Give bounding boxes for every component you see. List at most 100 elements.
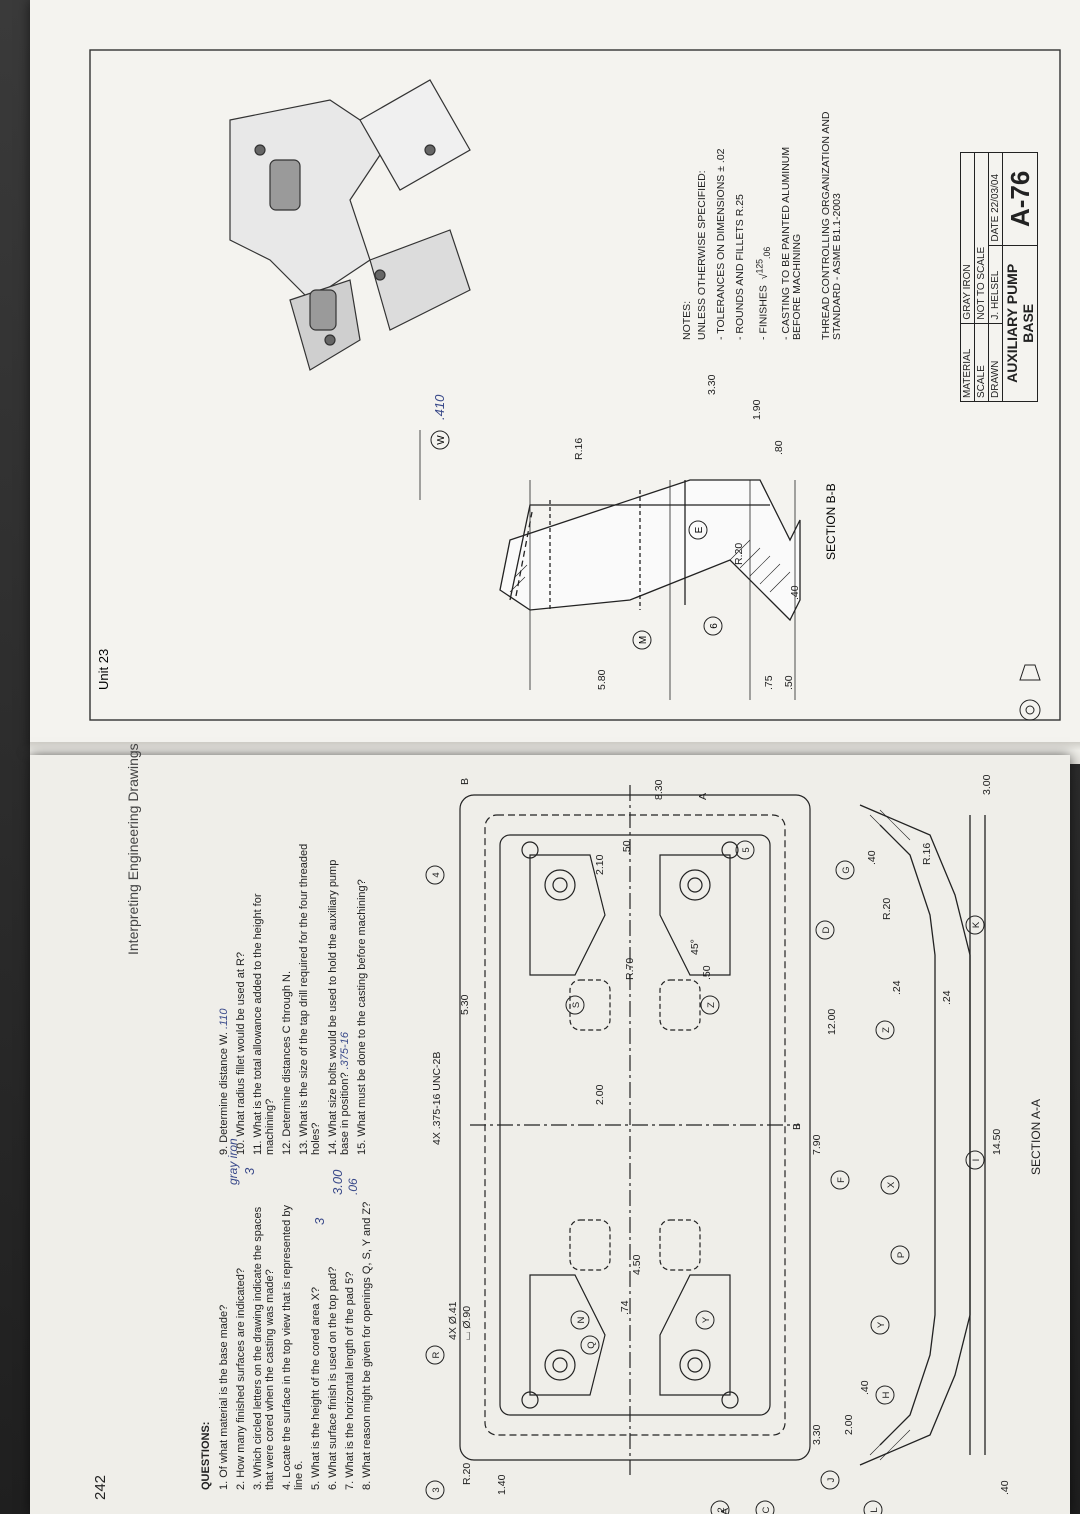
callout-3: 3 — [425, 1480, 445, 1500]
dim-300: 3.00 — [981, 774, 993, 795]
top-view-drawing: 5.30 2.00 2.10 8.30 R.70 .50 .50 45° 4.5… — [425, 774, 1043, 1514]
thread-note: THREAD CONTROLLING ORGANIZATION AND STAN… — [819, 111, 843, 341]
svg-text:P: P — [896, 1252, 907, 1258]
dim-790: 7.90 — [811, 1134, 823, 1155]
dim-330: 3.30 — [706, 374, 718, 395]
dim-210: 2.10 — [594, 854, 606, 875]
section-a-a-title: SECTION A-A — [1029, 1099, 1043, 1175]
dim-040-a: .40 — [859, 1380, 871, 1395]
svg-text:W: W — [436, 435, 447, 445]
callout-e: E — [688, 520, 708, 540]
tb-drawn-label: DRAWN — [988, 323, 1003, 402]
dim-450: 4.50 — [631, 1254, 643, 1275]
dim-190: 1.90 — [751, 399, 763, 420]
tb-material-label: MATERIAL — [960, 323, 975, 402]
dim-050-a: .50 — [621, 840, 633, 855]
callout-r: R — [425, 1345, 445, 1365]
callout-n: N — [570, 1310, 590, 1330]
dim-050-b: .50 — [701, 965, 713, 980]
callout-p: P — [890, 1245, 910, 1265]
callout-y-section: Y — [870, 1315, 890, 1335]
dim-075: .75 — [763, 675, 775, 690]
callout-s: S — [565, 995, 585, 1015]
callout-j: J — [820, 1470, 840, 1490]
left-page: 242 Interpreting Engineering Drawings QU… — [30, 743, 1070, 1514]
projection-symbol — [1019, 664, 1041, 721]
callout-d: D — [815, 920, 835, 940]
callout-6: 6 — [703, 616, 723, 636]
dim-r16: R.16 — [573, 438, 585, 460]
svg-text:5: 5 — [741, 847, 752, 852]
svg-text:J: J — [826, 1477, 837, 1482]
note-line-4: - FINISHES √125.06 — [754, 90, 773, 340]
section-marker-b-bottom: B — [791, 1123, 803, 1130]
callout-z-top: Z — [700, 995, 720, 1015]
dim-040-c: .40 — [999, 1480, 1011, 1495]
counterbore-callout: ⌴ Ø.90 — [461, 1306, 473, 1340]
section-marker-a-right: A — [697, 793, 709, 800]
svg-text:L: L — [869, 1507, 880, 1512]
dim-530: 5.30 — [459, 994, 471, 1015]
callout-x: X — [880, 1175, 900, 1195]
tb-date-label: DATE — [990, 215, 1001, 242]
section-b-b-dimensions: R.16 5.80 .75 .50 .40 .80 1.90 3.30 R.20 — [573, 374, 801, 690]
note-line-5: - CASTING TO BE PAINTED ALUMINUM BEFORE … — [779, 146, 803, 340]
section-b-b-title: SECTION B-B — [824, 483, 838, 560]
svg-text:X: X — [886, 1181, 897, 1188]
title-block: MATERIAL GRAY IRON SCALE NOT TO SCALE DR… — [960, 152, 1038, 402]
notes-title: NOTES: — [681, 300, 693, 340]
drawing-border — [89, 49, 1061, 721]
svg-text:K: K — [971, 921, 982, 928]
callout-m: M — [632, 630, 652, 650]
note-line-1: UNLESS OTHERWISE SPECIFIED: — [696, 170, 708, 340]
dim-024-b: .24 — [941, 990, 953, 1005]
finish-value-125: 125 — [754, 258, 764, 274]
callout-f: F — [830, 1170, 850, 1190]
note-line-2: - TOLERANCES ON DIMENSIONS ± .02 — [715, 148, 727, 340]
isometric-view — [229, 79, 471, 371]
dim-580: 5.80 — [596, 669, 608, 690]
section-marker-a-left: A — [719, 1508, 731, 1514]
callout-l: L — [863, 1500, 883, 1514]
svg-text:E: E — [694, 526, 705, 533]
svg-text:R: R — [431, 1351, 442, 1358]
svg-text:Q: Q — [586, 1341, 597, 1348]
tb-subtitle: BASE — [1020, 303, 1036, 343]
callout-h: H — [875, 1385, 895, 1405]
dim-140: 1.40 — [496, 1474, 508, 1495]
callout-k: K — [965, 915, 985, 935]
dim-r70: R.70 — [624, 958, 636, 980]
note-line-3: - ROUNDS AND FILLETS R.25 — [734, 194, 746, 340]
svg-text:Z: Z — [881, 1027, 892, 1033]
dim-200-a: 2.00 — [843, 1414, 855, 1435]
svg-text:3: 3 — [431, 1487, 442, 1492]
notes-block: NOTES: UNLESS OTHERWISE SPECIFIED: - TOL… — [681, 90, 843, 341]
top-view-callouts: R Q N Y S Z 3 4 2 5 C J L H Y P X F Z I — [425, 840, 985, 1514]
dim-r20-top: R.20 — [461, 1463, 473, 1485]
dim-r20: R.20 — [733, 543, 745, 565]
note-finishes-label: - FINISHES — [757, 285, 770, 340]
section-marker-b-top: B — [459, 778, 471, 785]
svg-text:S: S — [571, 1002, 582, 1008]
dim-330-a: 3.30 — [811, 1424, 823, 1445]
dim-080: .80 — [773, 440, 785, 455]
dim-200: 2.00 — [594, 1084, 606, 1105]
dim-074: .74 — [619, 1300, 631, 1315]
dim-45deg: 45° — [689, 939, 701, 955]
callout-q: Q — [580, 1335, 600, 1355]
hole-callout: 4X Ø.41 — [447, 1301, 459, 1340]
tb-drawing-number: A-76 — [1002, 152, 1038, 246]
svg-text:Z: Z — [706, 1002, 717, 1008]
callout-g: G — [835, 860, 855, 880]
svg-text:Y: Y — [701, 1316, 712, 1323]
svg-text:H: H — [881, 1391, 892, 1398]
svg-text:4: 4 — [431, 872, 442, 877]
tb-scale-value: NOT TO SCALE — [974, 152, 989, 324]
dim-1450: 14.50 — [991, 1129, 1003, 1155]
svg-text:2: 2 — [716, 1507, 727, 1512]
callout-z-section: Z — [875, 1020, 895, 1040]
dim-040-b: .40 — [866, 850, 878, 865]
top-view-dimensions: 5.30 2.00 2.10 8.30 R.70 .50 .50 45° 4.5… — [431, 774, 1043, 1514]
dim-830: 8.30 — [653, 779, 665, 800]
